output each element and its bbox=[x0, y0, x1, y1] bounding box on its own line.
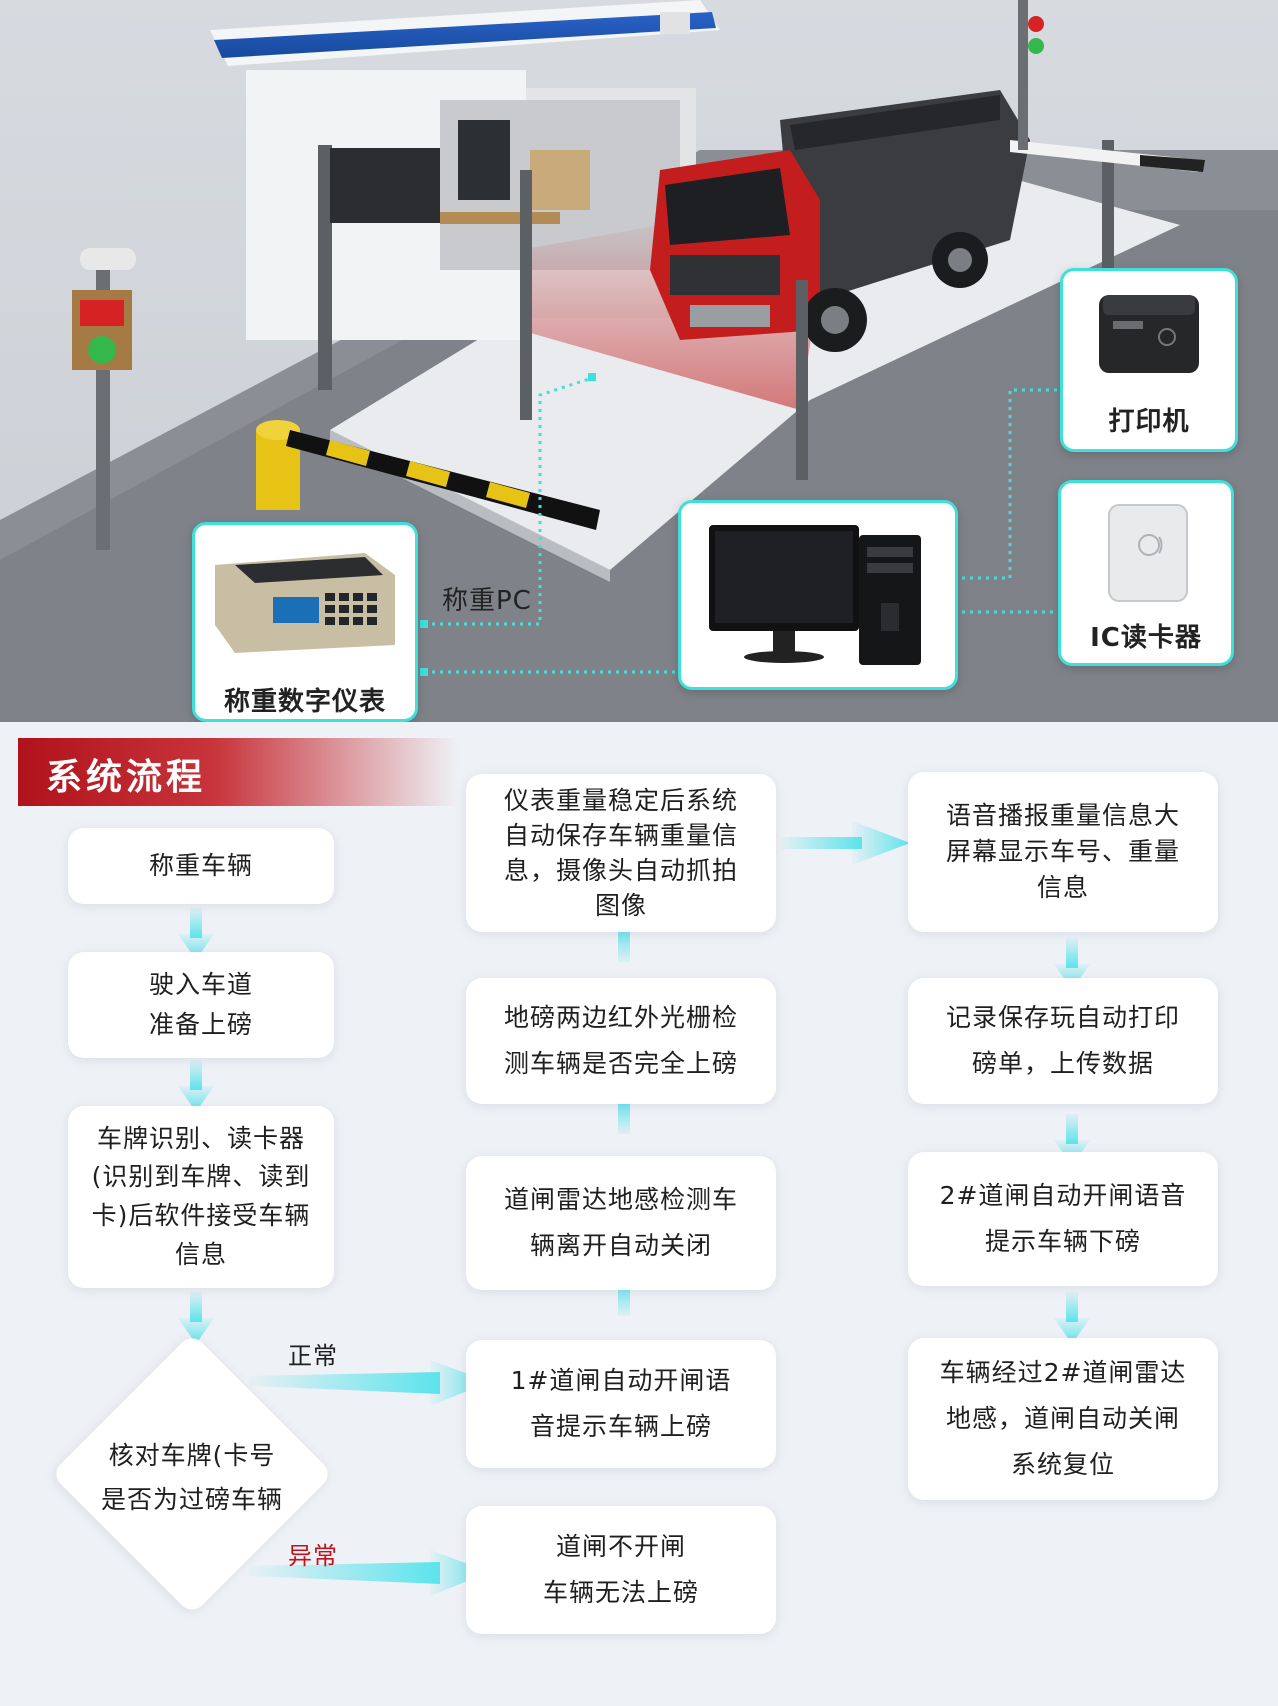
arrow-down-2 bbox=[178, 1060, 214, 1112]
section-title: 系统流程 bbox=[46, 757, 207, 798]
arrow-down-6 bbox=[1054, 1292, 1090, 1344]
traffic-light-right bbox=[1018, 0, 1044, 150]
decision-check-plate: 核对车牌(卡号 是否为过磅车辆 bbox=[50, 1332, 334, 1616]
section-title-bar: 系统流程 bbox=[18, 738, 458, 806]
step-gate2-open: 2#道闸自动开闸语音 提示车辆下磅 bbox=[908, 1152, 1218, 1286]
barrier-gate-1 bbox=[256, 420, 600, 530]
step-auto-save: 仪表重量稳定后系统 自动保存车辆重量信 息，摄像头自动抓拍 图像 bbox=[466, 774, 776, 932]
connection-lines bbox=[424, 376, 1060, 674]
printer-label: 打印机 bbox=[1108, 407, 1190, 437]
step-infrared-check: 地磅两边红外光栅检 测车辆是否完全上磅 bbox=[466, 978, 776, 1104]
printer-icon bbox=[1099, 295, 1199, 373]
arrow-right-top bbox=[780, 821, 910, 865]
ic-reader-label: IC读卡器 bbox=[1090, 623, 1202, 653]
printer-card: 打印机 bbox=[1060, 268, 1238, 452]
indicator-card: 称重数字仪表 bbox=[192, 522, 418, 722]
decision-text: 核对车牌(卡号 是否为过磅车辆 bbox=[100, 1441, 283, 1514]
step-voice-broadcast: 语音播报重量信息大 屏幕显示车号、重量 信息 bbox=[908, 772, 1218, 932]
step-weigh-vehicle: 称重车辆 bbox=[68, 828, 334, 904]
truck bbox=[650, 90, 1030, 352]
step-radar-close: 道闸雷达地感检测车 辆离开自动关闭 bbox=[466, 1156, 776, 1290]
weighbridge-scene: 打印机 IC读卡器 bbox=[0, 0, 1278, 722]
step-plate-read: 车牌识别、读卡器 (识别到车牌、读到 卡)后软件接受车辆 信息 bbox=[68, 1106, 334, 1288]
card-reader-icon bbox=[1108, 504, 1188, 602]
step-record-print: 记录保存玩自动打印 磅单，上传数据 bbox=[908, 978, 1218, 1104]
traffic-light-left bbox=[72, 248, 136, 550]
indicator-label: 称重数字仪表 bbox=[223, 687, 386, 717]
branch-normal-label: 正常 bbox=[288, 1342, 338, 1370]
step-gate-closed: 道闸不开闸 车辆无法上磅 bbox=[466, 1506, 776, 1634]
computer-icon bbox=[709, 525, 921, 665]
pc-label: 称重PC bbox=[442, 586, 532, 616]
step-gate1-open: 1#道闸自动开闸语 音提示车辆上磅 bbox=[466, 1340, 776, 1468]
step-enter-lane: 驶入车道 准备上磅 bbox=[68, 952, 334, 1058]
pc-card bbox=[678, 500, 958, 690]
ic-reader-card: IC读卡器 bbox=[1058, 480, 1234, 666]
branch-abnormal-label: 异常 bbox=[288, 1542, 338, 1570]
weighing-indicator-icon bbox=[215, 553, 395, 653]
step-gate2-close: 车辆经过2#道闸雷达 地感，道闸自动关闸 系统复位 bbox=[908, 1338, 1218, 1500]
arrow-down-3 bbox=[178, 1292, 214, 1344]
